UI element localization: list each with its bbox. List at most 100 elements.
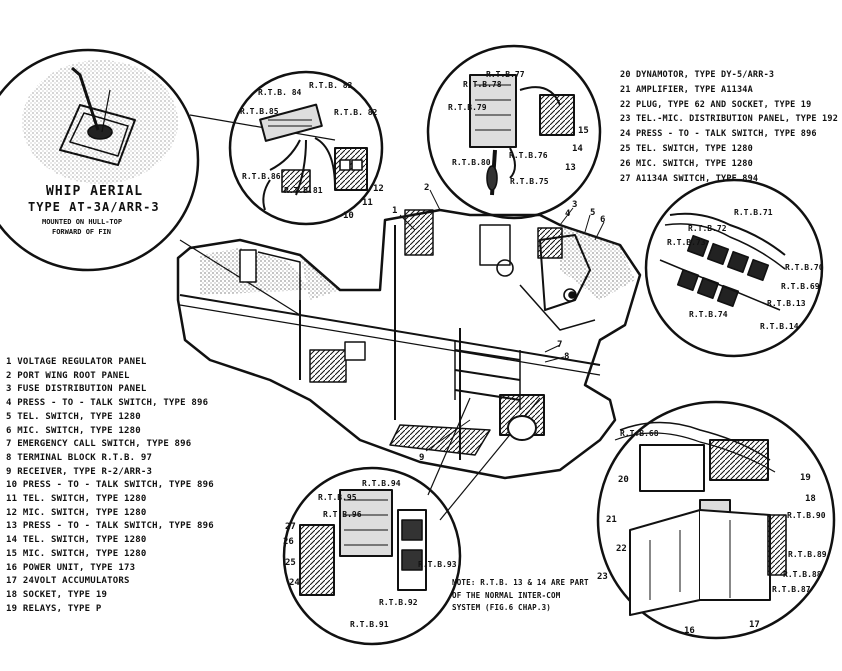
label-rtb-14: R.T.B.14 [760,322,799,331]
inset-rtb-91-96 [282,466,462,646]
note-line-1: NOTE: R.T.B. 13 & 14 ARE PART [452,578,589,587]
label-rtb-71: R.T.B.71 [734,208,773,217]
label-rtb-86: R.T.B.86 [242,172,281,181]
label-rtb-72: R.T.B.72 [688,224,727,233]
label-rtb-92: R.T.B.92 [379,598,418,607]
hull-label-5: 5 [590,208,596,218]
label-16: 16 [684,626,695,636]
legend-item: 15 MIC. SWITCH, TYPE 1280 [6,548,147,559]
whip-aerial-note-1: MOUNTED ON HULL-TOP [42,218,123,226]
label-rtb-94: R.T.B.94 [362,479,401,488]
legend-item: 4 PRESS - TO - TALK SWITCH, TYPE 896 [6,398,209,409]
hull-label-1: 1 [392,206,398,216]
legend-item: 2 PORT WING ROOT PANEL [6,370,130,381]
leader-lines [399,189,605,452]
label-20: 20 [618,475,629,485]
hull-label-9: 9 [419,453,425,463]
intercom-note: NOTE: R.T.B. 13 & 14 ARE PART OF THE NOR… [452,577,589,615]
inset-rtb-69-74 [644,178,824,358]
label-rtb-68: R.T.B.68 [620,429,659,438]
label-rtb-88: R.T.B.88 [783,570,822,579]
label-21: 21 [606,515,617,525]
legend-item: 12 MIC. SWITCH, TYPE 1280 [6,507,147,518]
label-24: 24 [289,578,300,588]
inset-power-dynamotor [596,400,836,640]
label-26: 26 [283,537,294,547]
legend-item: 13 PRESS - TO - TALK SWITCH, TYPE 896 [6,521,214,532]
label-12: 12 [373,184,384,194]
label-15: 15 [578,126,589,136]
label-rtb-84: R.T.B. 84 [258,88,302,97]
label-rtb-80: R.T.B.80 [452,158,491,167]
legend-item: 5 TEL. SWITCH, TYPE 1280 [6,411,141,422]
legend-item: 19 RELAYS, TYPE P [6,603,102,614]
hull-label-3: 3 [572,200,578,210]
inset-rtb-75-80 [426,44,602,220]
legend-item: 9 RECEIVER, TYPE R-2/ARR-3 [6,466,153,477]
legend-item: 11 TEL. SWITCH, TYPE 1280 [6,494,147,505]
whip-aerial-inset [0,48,200,272]
label-rtb-89: R.T.B.89 [788,550,827,559]
legend-item: 17 24VOLT ACCUMULATORS [6,576,130,587]
label-rtb-82: R.T.B. 82 [334,108,378,117]
hull-label-4: 4 [565,209,571,219]
label-14: 14 [572,144,583,154]
legend-item: 14 TEL. SWITCH, TYPE 1280 [6,535,147,546]
label-rtb-96: R.T.B.96 [323,510,362,519]
whip-aerial-type: TYPE AT-3A/ARR-3 [28,200,160,214]
legend-item: 23 TEL.-MIC. DISTRIBUTION PANEL, TYPE 19… [620,114,839,125]
legend-item: 1 VOLTAGE REGULATOR PANEL [6,357,147,367]
label-rtb-75: R.T.B.75 [510,177,549,186]
hull-cutaway [176,208,642,480]
label-27: 27 [285,522,296,532]
hull-label-6: 6 [600,215,606,225]
label-rtb-93: R.T.B.93 [418,560,457,569]
note-line-3: SYSTEM (FIG.6 CHAP.3) [452,603,552,612]
label-22: 22 [616,544,627,554]
label-rtb-73: R.T.B.73 [667,238,706,247]
label-rtb-85: R.T.B.85 [240,107,279,116]
label-rtb-70: R.T.B.70 [785,263,824,272]
hull-label-8: 8 [564,352,570,362]
label-rtb-77: R.T.B.77 [486,70,525,79]
legend-item: 10 PRESS - TO - TALK SWITCH, TYPE 896 [6,480,214,491]
label-rtb-13: R.T.B.13 [767,299,806,308]
legend-item: 27 A1134A SWITCH, TYPE 894 [620,173,759,184]
label-rtb-90: R.T.B.90 [787,511,826,520]
whip-aerial-title: WHIP AERIAL [46,184,144,199]
legend-item: 7 EMERGENCY CALL SWITCH, TYPE 896 [6,439,192,450]
legend-item: 16 POWER UNIT, TYPE 173 [6,562,136,573]
label-rtb-95: R.T.B.95 [318,493,357,502]
whip-aerial-note-2: FORWARD OF FIN [52,228,112,236]
label-23: 23 [597,572,608,582]
label-10: 10 [343,211,354,221]
legend-item: 26 MIC. SWITCH, TYPE 1280 [620,158,753,169]
label-rtb-91: R.T.B.91 [350,620,389,629]
hull-label-7: 7 [557,340,563,350]
legend-item: 18 SOCKET, TYPE 19 [6,589,108,600]
label-rtb-79: R.T.B.79 [448,103,487,112]
label-18: 18 [805,494,816,504]
hull-label-2: 2 [424,183,430,193]
inset-rtb-81-86 [228,70,384,226]
legend-item: 8 TERMINAL BLOCK R.T.B. 97 [6,452,153,463]
label-rtb-69: R.T.B.69 [781,282,820,291]
note-line-2: OF THE NORMAL INTER-COM [452,590,561,600]
label-rtb-76: R.T.B.76 [509,151,548,160]
legend-item: 21 AMPLIFIER, TYPE A1134A [620,84,753,95]
label-25: 25 [285,558,296,568]
legend-item: 24 PRESS - TO - TALK SWITCH, TYPE 896 [620,129,817,140]
label-19: 19 [800,473,811,483]
label-11: 11 [362,198,373,208]
label-13: 13 [565,163,576,173]
legend-left: 1 VOLTAGE REGULATOR PANEL 2 PORT WING ROO… [6,356,214,616]
label-rtb-87: R.T.B.87 [772,585,811,594]
label-17: 17 [749,620,760,630]
legend-item: 25 TEL. SWITCH, TYPE 1280 [620,143,753,154]
label-rtb-83: R.T.B. 83 [309,81,353,90]
label-rtb-81: R.T.B.81 [284,186,323,195]
legend-item: 3 FUSE DISTRIBUTION PANEL [6,384,147,395]
label-rtb-74: R.T.B.74 [689,310,728,319]
